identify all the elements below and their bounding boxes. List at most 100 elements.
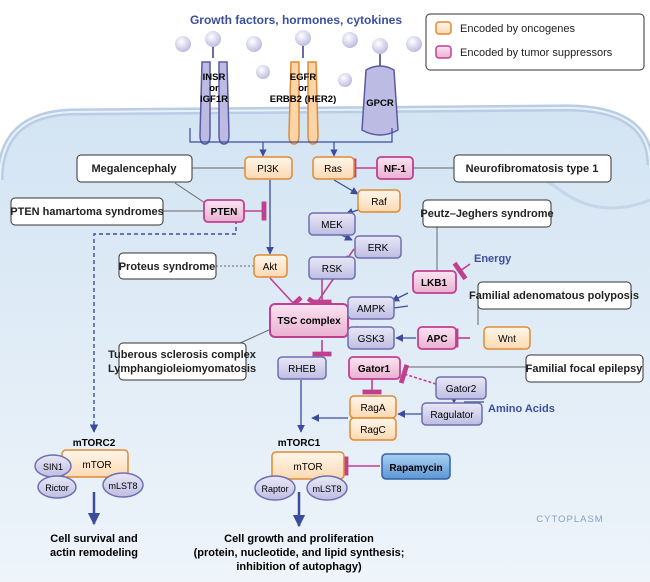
ligand-ball <box>256 65 270 79</box>
tsc-complex-label: TSC complex <box>277 316 341 327</box>
nf1-label: NF-1 <box>384 164 407 175</box>
disease-ffe: Familial focal epilepsy <box>525 354 644 383</box>
ligand-ball <box>406 36 422 52</box>
insr-label-2: or <box>209 83 219 94</box>
raptor-subunit <box>254 475 296 501</box>
node-gator2: Gator2 <box>435 376 487 400</box>
node-ras: Ras <box>312 156 355 180</box>
neurofibromatosis-label: Neurofibromatosis type 1 <box>466 163 599 175</box>
mtorc2-title: mTORC2 <box>73 438 116 449</box>
diagram-title: Growth factors, hormones, cytokines <box>190 13 402 27</box>
pten-hamartoma-label: PTEN hamartoma syndromes <box>10 206 163 218</box>
peutz-label: Peutz–Jeghers syndrome <box>420 208 553 220</box>
node-raf: Raf <box>357 189 401 213</box>
apc-label: APC <box>426 334 447 345</box>
mtorc1-output-line-2: (protein, nucleotide, and lipid synthesi… <box>194 547 405 559</box>
mtorc1-complex: mTORC1 mTOR Raptor mLST8 <box>254 438 348 501</box>
wnt-label: Wnt <box>498 334 516 345</box>
disease-peutz-jeghers: Peutz–Jeghers syndrome <box>420 199 554 228</box>
ligand-ball <box>295 30 311 46</box>
rictor-label: Rictor <box>45 483 69 493</box>
dashed-arrow-to-mtorc2 <box>89 220 237 433</box>
insr-receptor: INSR or IGF1R <box>199 61 230 145</box>
amino-acids-signal: Amino Acids <box>488 403 555 415</box>
gsk3-label: GSK3 <box>358 334 385 345</box>
cytoplasm-label: CYTOPLASM <box>536 514 603 525</box>
node-ragulator: Ragulator <box>421 402 483 426</box>
node-rheb: RHEB <box>277 356 327 380</box>
raptor-label: Raptor <box>261 484 288 494</box>
legend-oncogene-label: Encoded by oncogenes <box>460 23 575 35</box>
mtorc1-title: mTORC1 <box>278 438 321 449</box>
disease-tsc: Tuberous sclerosis complex Lymphangiolei… <box>108 342 257 381</box>
node-ragc: RagC <box>349 417 397 441</box>
mtorc2-mtor-label: mTOR <box>82 460 111 471</box>
disease-megalencephaly: Megalencephaly <box>76 154 193 183</box>
tsc-disease-label-2: Lymphangioleiomyomatosis <box>108 363 256 375</box>
mtorc1-output-line-1: Cell growth and proliferation <box>224 533 374 545</box>
egfr-label-1: EGFR <box>290 72 317 83</box>
legend-oncogene-swatch <box>435 21 452 35</box>
disease-proteus: Proteus syndrome <box>118 252 217 280</box>
node-wnt: Wnt <box>483 326 531 350</box>
mtorc2-complex: mTORC2 mTOR SIN1 Rictor mLST8 <box>34 438 144 499</box>
node-erk: ERK <box>354 235 402 259</box>
ragc-label: RagC <box>360 425 386 436</box>
node-nf1: NF-1 <box>376 156 414 180</box>
ffe-label: Familial focal epilepsy <box>526 363 644 375</box>
node-mek: MEK <box>308 212 356 236</box>
ligand-ball <box>342 32 358 48</box>
ligand-ball <box>175 36 191 52</box>
mlst8-c2-label: mLST8 <box>108 481 137 491</box>
egfr-label-3: ERBB2 (HER2) <box>270 94 337 105</box>
ras-label: Ras <box>324 164 342 175</box>
akt-label: Akt <box>263 262 278 273</box>
node-gsk3: GSK3 <box>347 326 395 350</box>
legend-suppressor-swatch <box>435 45 452 59</box>
node-akt: Akt <box>253 254 288 278</box>
rictor-subunit <box>37 475 77 499</box>
node-rapamycin: Rapamycin <box>381 453 451 480</box>
proteus-label: Proteus syndrome <box>119 261 216 273</box>
insr-label-3: IGF1R <box>200 94 228 105</box>
ligand-ball <box>338 73 352 87</box>
fap-label: Familial adenomatous polyposis <box>469 290 639 302</box>
legend: Encoded by oncogenes Encoded by tumor su… <box>425 13 645 71</box>
ligand-group <box>175 30 422 87</box>
disease-pten-hamartoma: PTEN hamartoma syndromes <box>10 197 164 226</box>
receptor-bracket <box>189 128 393 143</box>
node-apc: APC <box>417 326 457 350</box>
raf-label: Raf <box>371 197 387 208</box>
egfr-label-2: or <box>298 83 308 94</box>
mtorc2-output-line-2: actin remodeling <box>50 547 138 559</box>
insr-label-1: INSR <box>203 72 226 83</box>
rsk-label: RSK <box>322 264 343 275</box>
node-gator1: Gator1 <box>348 356 401 380</box>
mlst8-subunit-c1 <box>306 475 348 501</box>
mtorc1-mtor-box <box>271 451 345 480</box>
legend-suppressor-label: Encoded by tumor suppressors <box>460 47 613 59</box>
mlst8-c1-label: mLST8 <box>312 484 341 494</box>
gpcr-receptor: GPCR <box>361 65 399 136</box>
mek-label: MEK <box>321 220 343 231</box>
rapamycin-label: Rapamycin <box>389 463 442 474</box>
node-pten: PTEN <box>203 199 245 223</box>
node-rsk: RSK <box>308 256 356 280</box>
erk-label: ERK <box>368 243 389 254</box>
megalencephaly-label: Megalencephaly <box>92 163 178 175</box>
rheb-label: RHEB <box>288 364 316 375</box>
ligand-ball <box>372 38 388 54</box>
node-lkb1: LKB1 <box>412 270 457 294</box>
egfr-receptor: EGFR or ERBB2 (HER2) <box>270 61 337 145</box>
disease-fap: Familial adenomatous polyposis <box>469 281 639 310</box>
gpcr-label: GPCR <box>366 98 394 109</box>
ligand-ball <box>246 36 262 52</box>
mtorc1-output-line-3: inhibition of autophagy) <box>236 561 362 573</box>
mlst8-subunit-c2 <box>102 472 144 498</box>
sin1-label: SIN1 <box>43 462 63 472</box>
mtorc1-mtor-label: mTOR <box>293 462 322 473</box>
pi3k-label: PI3K <box>257 164 279 175</box>
tsc-disease-label-1: Tuberous sclerosis complex <box>108 349 257 361</box>
